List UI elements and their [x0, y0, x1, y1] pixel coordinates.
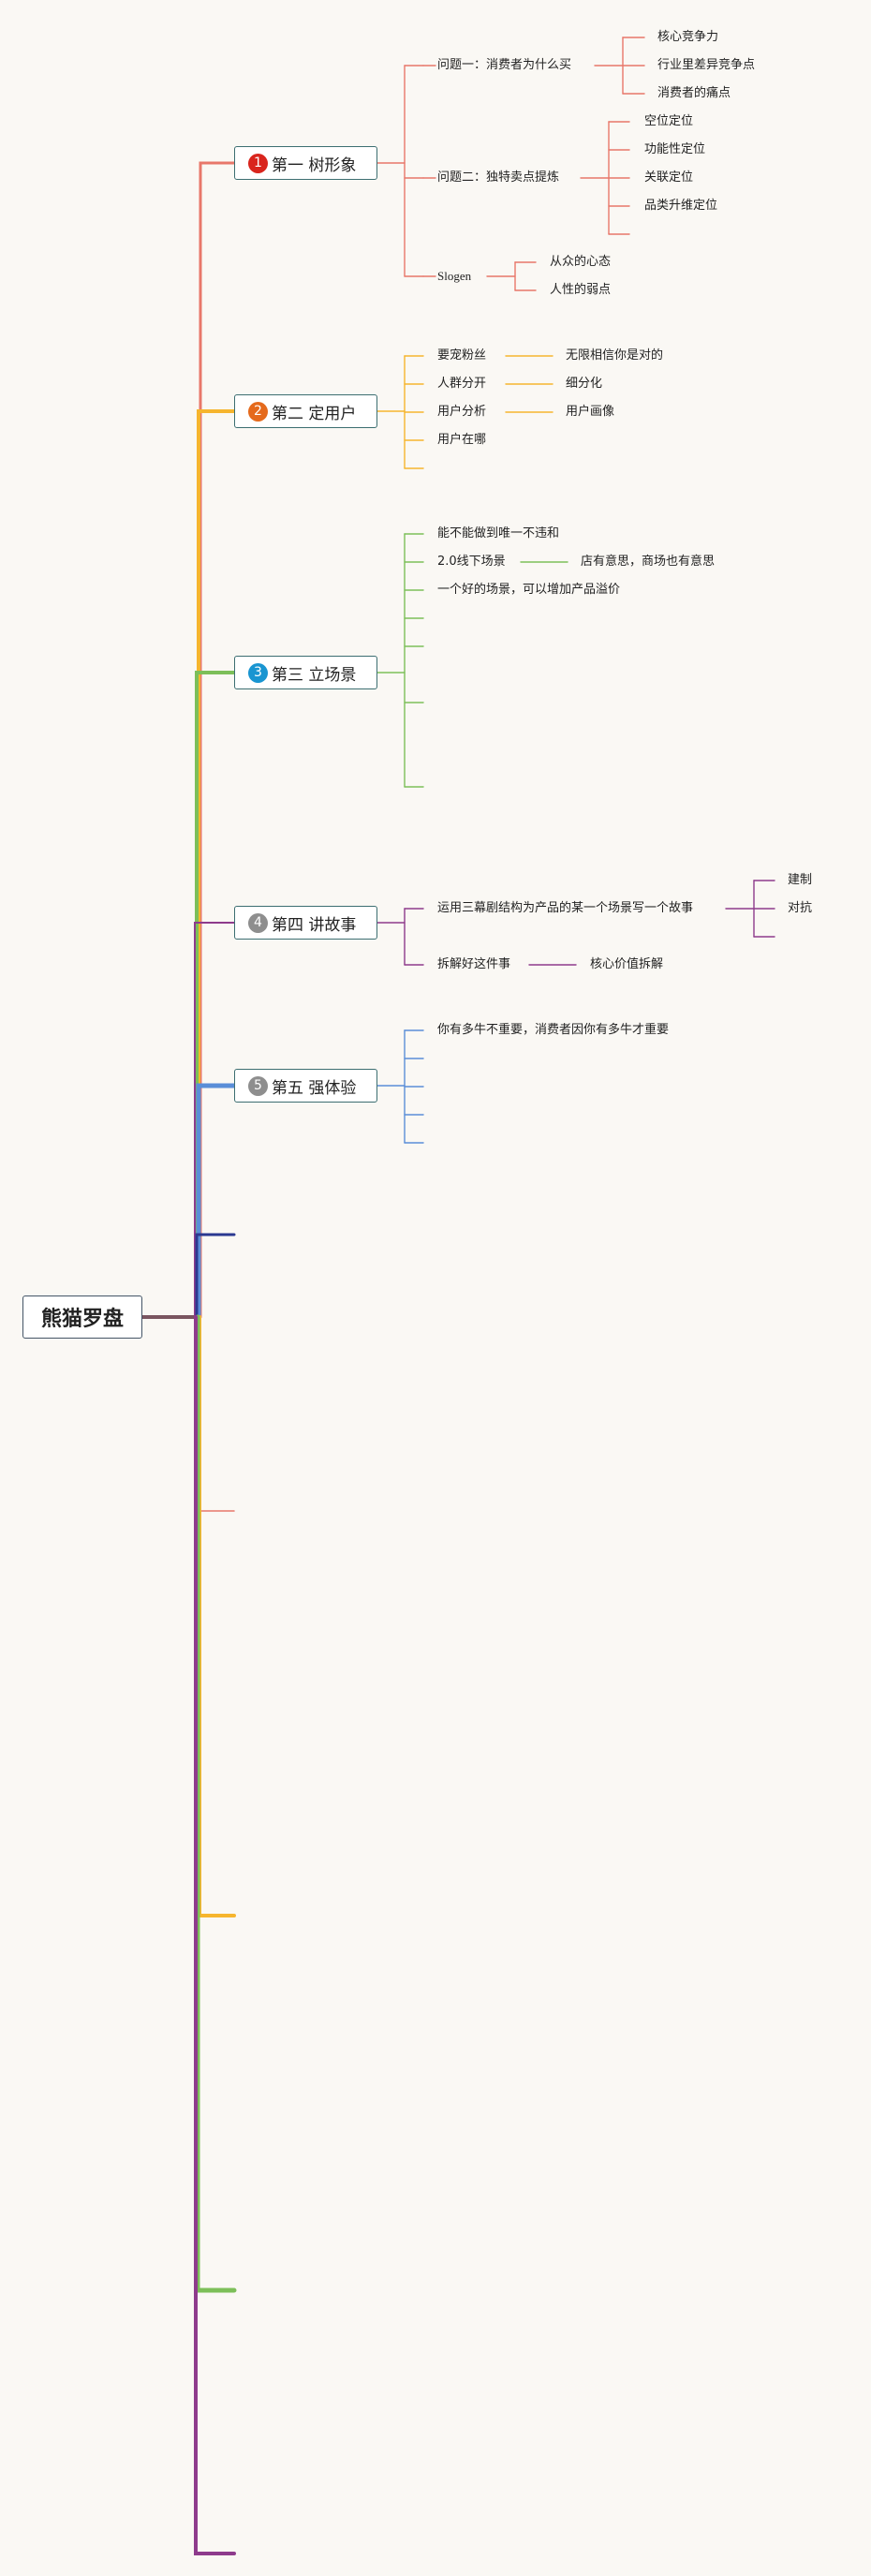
branch-1-label: 第一 树形象 [272, 155, 357, 175]
b1-q1-item[interactable]: 消费者的痛点 [657, 86, 731, 100]
branch-3-node[interactable]: 3 第三 立场景 [234, 656, 377, 689]
b1-q2-item[interactable]: 关联定位 [644, 170, 694, 185]
b1-q2-item[interactable]: 功能性定位 [644, 142, 706, 156]
b1-q1-item[interactable]: 行业里差异竞争点 [657, 58, 756, 72]
branch-4-node[interactable]: 4 第四 讲故事 [234, 906, 377, 940]
b3-item[interactable]: 一个好的场景，可以增加产品溢价 [437, 583, 621, 597]
b1-q3-item[interactable]: 从众的心态 [550, 255, 612, 269]
b1-q1-item[interactable]: 核心竞争力 [657, 30, 719, 44]
b1-q3-item[interactable]: 人性的弱点 [550, 283, 612, 297]
number-3-badge: 3 [248, 662, 268, 683]
b5-item[interactable]: 你有多牛不重要，消费者因你有多牛才重要 [437, 1023, 670, 1037]
b2-sub-item[interactable]: 细分化 [566, 377, 603, 391]
b2-item[interactable]: 人群分开 [437, 377, 487, 391]
b3-sub-item[interactable]: 店有意思，商场也有意思 [581, 555, 716, 569]
number-1-badge: 1 [248, 153, 268, 173]
root-node[interactable]: 熊猫罗盘 [22, 1295, 142, 1339]
branch-5-node[interactable]: 5 第五 强体验 [234, 1069, 377, 1103]
b2-item[interactable]: 要宠粉丝 [437, 348, 487, 363]
branch-5-label: 第五 强体验 [272, 1078, 357, 1098]
branch-4-label: 第四 讲故事 [272, 915, 357, 935]
b4-sub-item[interactable]: 建制 [788, 873, 813, 887]
b1-q3-topic[interactable]: Slogen [437, 269, 472, 283]
b4-item[interactable]: 拆解好这件事 [437, 957, 511, 971]
b2-sub-item[interactable]: 用户画像 [566, 405, 615, 419]
b1-q2-item[interactable]: 空位定位 [644, 114, 694, 128]
b1-q2-item[interactable]: 品类升维定位 [644, 199, 718, 213]
b4-sub-item[interactable]: 核心价值拆解 [590, 957, 664, 971]
b2-item[interactable]: 用户在哪 [437, 433, 487, 447]
b3-item[interactable]: 2.0线下场景 [437, 555, 506, 569]
b4-sub-item[interactable]: 对抗 [788, 901, 813, 915]
branch-2-label: 第二 定用户 [272, 404, 357, 423]
branch-1-node[interactable]: 1 第一 树形象 [234, 146, 377, 180]
b2-item[interactable]: 用户分析 [437, 405, 487, 419]
number-5-badge: 5 [248, 1075, 268, 1096]
b4-item[interactable]: 运用三幕剧结构为产品的某一个场景写一个故事 [437, 901, 694, 915]
b1-q2-topic[interactable]: 问题二：独特卖点提炼 [437, 170, 560, 185]
b3-item[interactable]: 能不能做到唯一不违和 [437, 526, 560, 540]
b2-sub-item[interactable]: 无限相信你是对的 [566, 348, 664, 363]
number-2-badge: 2 [248, 401, 268, 422]
branch-3-label: 第三 立场景 [272, 665, 357, 685]
number-4-badge: 4 [248, 912, 268, 933]
b1-q1-topic[interactable]: 问题一：消费者为什么买 [437, 58, 572, 72]
branch-2-node[interactable]: 2 第二 定用户 [234, 394, 377, 428]
